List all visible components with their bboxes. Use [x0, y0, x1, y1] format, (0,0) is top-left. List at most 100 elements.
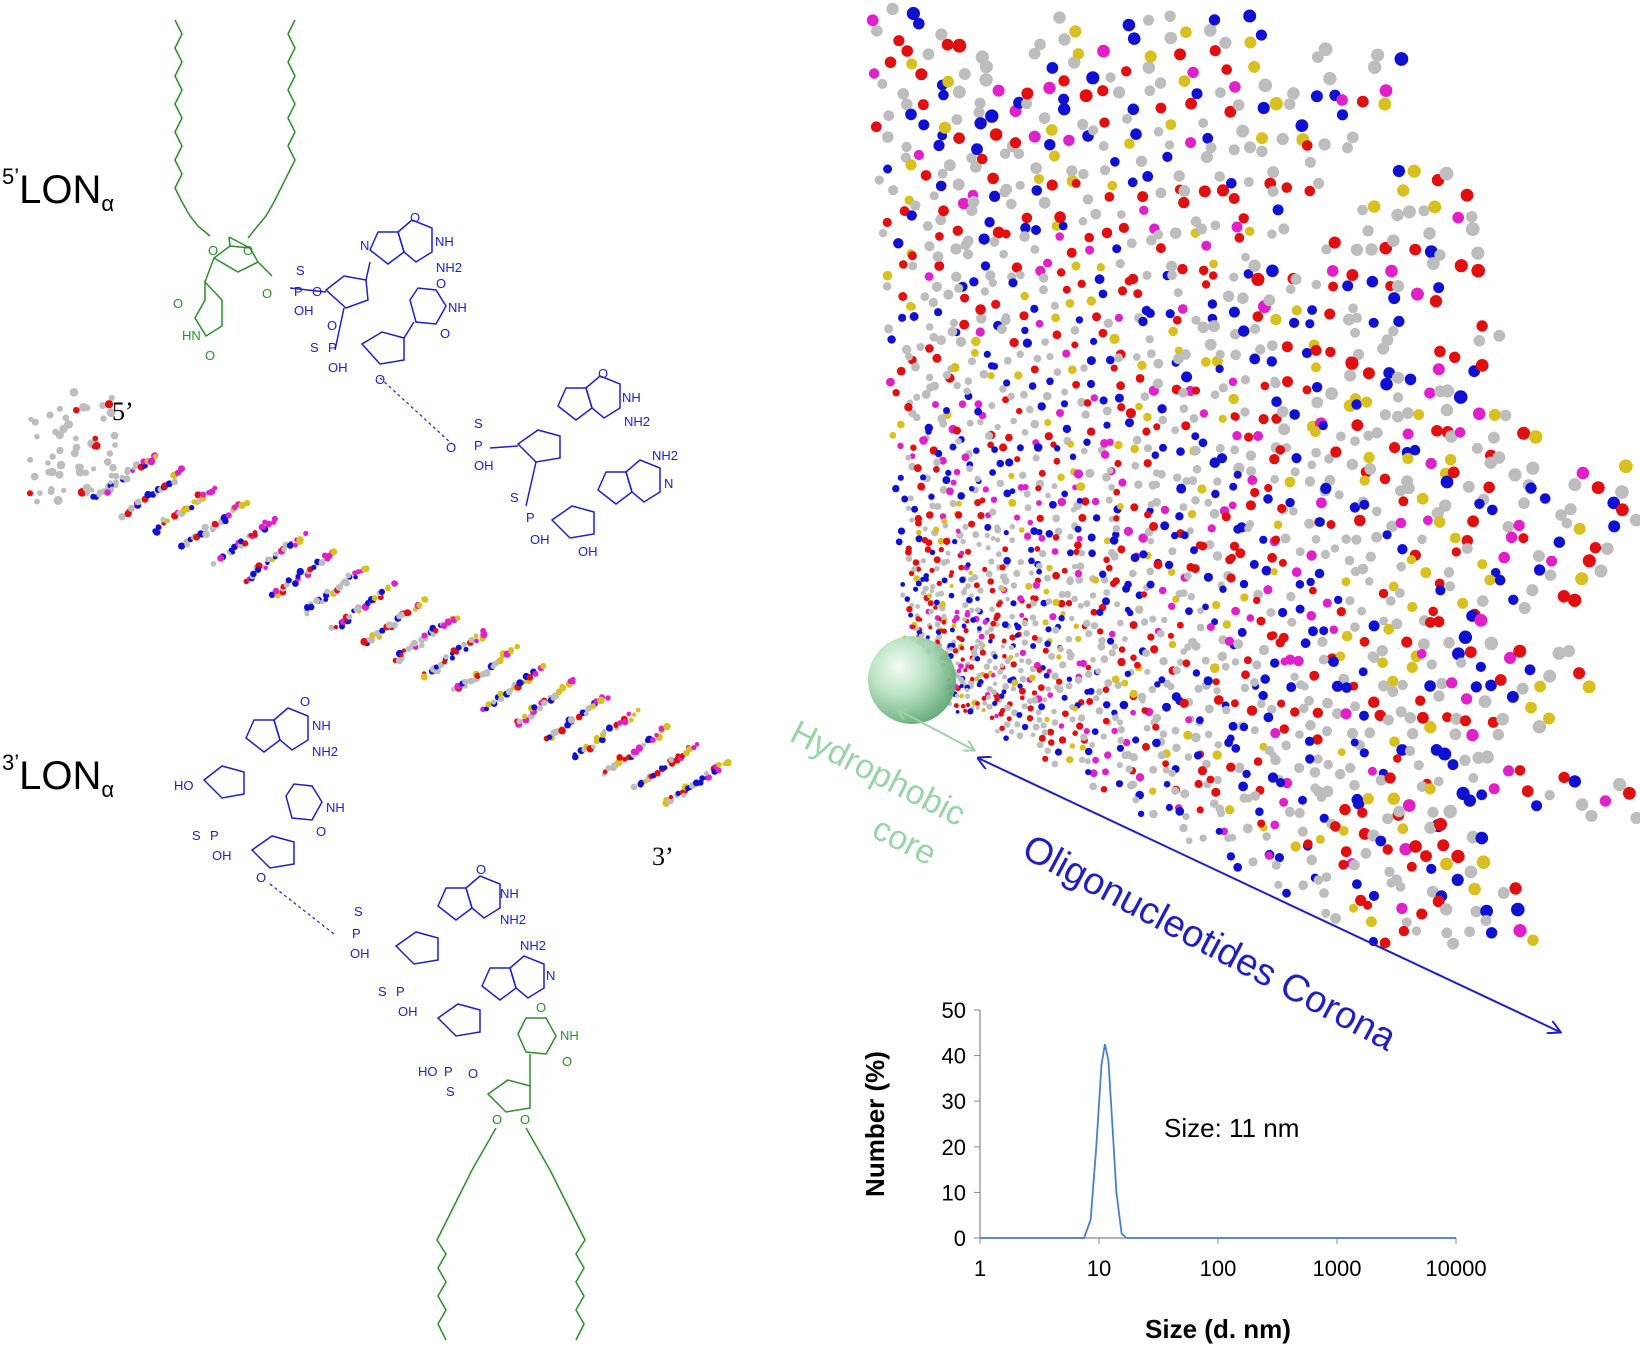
corona-atom [1194, 684, 1203, 693]
corona-atom [965, 548, 972, 555]
corona-atom [915, 604, 920, 609]
corona-atom [1165, 119, 1177, 130]
corona-atom [1072, 48, 1085, 60]
corona-atom [1021, 723, 1029, 731]
corona-atom [934, 261, 945, 271]
corona-atom [1027, 519, 1034, 526]
helix-atom [444, 618, 452, 626]
corona-atom [1278, 607, 1288, 618]
corona-atom [1033, 661, 1041, 669]
corona-atom [1326, 265, 1339, 277]
corona-atom [1290, 273, 1302, 285]
corona-atom [913, 575, 921, 582]
lipid-atom [112, 442, 118, 448]
corona-atom [1315, 834, 1325, 845]
corona-atom [913, 17, 925, 30]
corona-atom [1045, 626, 1052, 633]
corona-atom [1291, 305, 1302, 316]
chem-NH2: NH2 [436, 260, 462, 275]
corona-atom [893, 35, 905, 47]
corona-atom [1433, 616, 1445, 628]
corona-atom [1070, 506, 1077, 513]
corona-atom [929, 191, 939, 201]
corona-atom [1026, 405, 1034, 414]
corona-atom [1305, 720, 1316, 731]
corona-atom [1332, 708, 1343, 719]
helix-atom [635, 707, 641, 713]
corona-atom [1379, 616, 1388, 626]
corona-atom [1016, 712, 1023, 718]
corona-atom [953, 132, 965, 144]
corona-atom [1410, 287, 1424, 301]
corona-atom [1052, 330, 1062, 340]
corona-atom [1229, 272, 1239, 282]
corona-atom [1091, 497, 1100, 506]
corona-atom [1143, 412, 1152, 422]
corona-atom [882, 270, 893, 281]
ketal-bond-1 [228, 236, 231, 247]
chem-S: S [378, 984, 387, 999]
helix-atom [238, 501, 246, 509]
corona-atom [966, 152, 977, 164]
corona-atom [1014, 721, 1021, 728]
helix-atom [385, 621, 393, 629]
helix-atom [265, 520, 273, 528]
corona-atom [1318, 654, 1329, 665]
helix-atom [454, 649, 460, 655]
corona-atom [1142, 427, 1151, 436]
corona-atom [1263, 494, 1273, 504]
helix-atom [605, 695, 611, 701]
corona-atom [1056, 678, 1063, 685]
corona-atom [936, 580, 942, 587]
corona-atom [1005, 433, 1013, 442]
lipid-atom [55, 470, 64, 479]
corona-atom [1157, 751, 1166, 760]
corona-atom [1203, 572, 1213, 582]
corona-atom [1098, 289, 1108, 299]
corona-atom [1083, 600, 1091, 607]
corona-atom [1287, 87, 1300, 100]
corona-atom [1118, 646, 1126, 653]
lon3-structure [202, 707, 586, 1341]
corona-atom [1030, 419, 1039, 429]
corona-atom [1246, 705, 1258, 716]
corona-atom [932, 251, 944, 262]
adenine-ring-4b [625, 459, 661, 503]
corona-atom [913, 464, 922, 473]
corona-atom [974, 407, 982, 416]
corona-atom [1208, 14, 1221, 26]
corona-atom [1127, 177, 1138, 188]
corona-atom [1114, 393, 1124, 403]
corona-atom [1601, 542, 1614, 555]
corona-atom [1228, 721, 1238, 731]
corona-atom [1582, 680, 1596, 694]
corona-atom [895, 538, 903, 546]
corona-atom [1427, 806, 1439, 818]
corona-atom [1290, 841, 1301, 852]
corona-atom [1380, 377, 1393, 391]
lipid-atom [106, 450, 114, 457]
corona-atom [1097, 642, 1106, 651]
corona-atom [966, 596, 973, 604]
corona-atom [1478, 695, 1492, 708]
corona-atom [1103, 537, 1111, 545]
corona-atom [996, 459, 1005, 468]
corona-atom [1018, 667, 1024, 674]
corona-atom [1222, 290, 1235, 302]
corona-atom [1071, 178, 1081, 188]
corona-atom [1318, 42, 1333, 57]
helix-atom [449, 655, 455, 661]
corona-atom [1038, 734, 1046, 742]
corona-atom [1367, 766, 1377, 776]
corona-atom [1132, 353, 1141, 361]
corona-atom [1218, 383, 1228, 393]
corona-atom [1175, 512, 1184, 521]
corona-atom [951, 618, 957, 624]
chem-P: P [294, 284, 303, 299]
chem-NH: NH [312, 718, 331, 733]
chem-P: P [526, 510, 535, 525]
corona-atom [926, 511, 934, 519]
corona-atom [1277, 699, 1286, 708]
corona-atom [1172, 595, 1180, 603]
corona-atom [1156, 629, 1165, 638]
